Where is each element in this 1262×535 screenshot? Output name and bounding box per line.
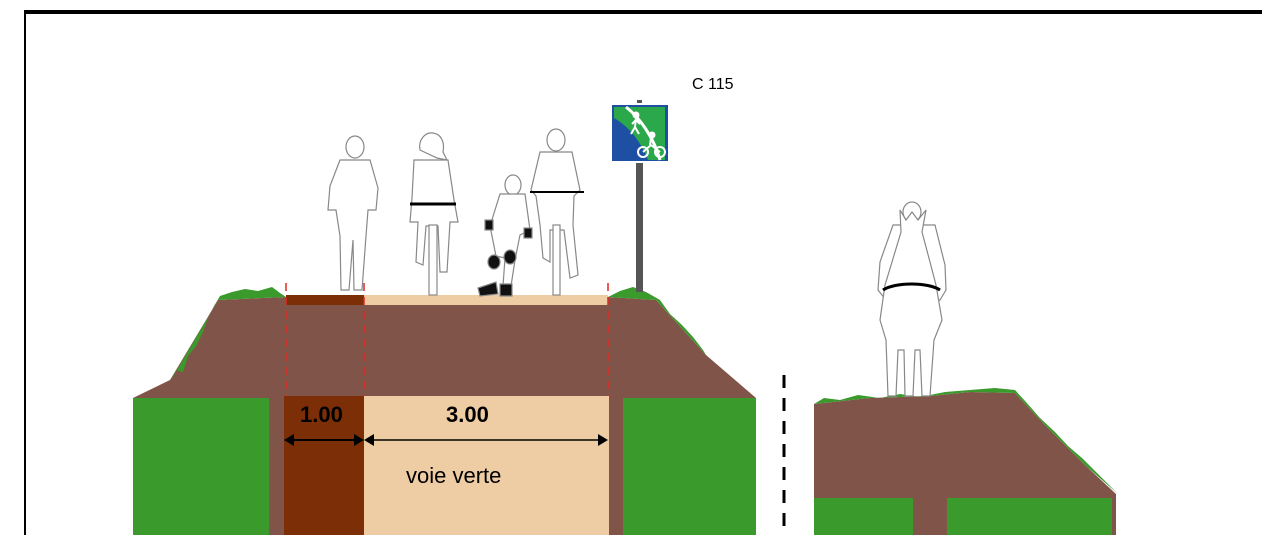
main-lane-width-label: 3.00 — [446, 402, 489, 427]
pedestrian-figure — [327, 135, 379, 291]
grass-block-right — [623, 398, 756, 535]
grass-slope-right — [608, 287, 706, 355]
secondary-grass-right — [947, 498, 1112, 535]
lane-name-label: voie verte — [406, 463, 502, 488]
cyclist-man-figure — [530, 128, 584, 296]
pedestrian-icon — [630, 111, 641, 135]
stabilized-strip-section — [284, 396, 364, 535]
secondary-grass-left — [814, 498, 913, 535]
grass-slope-left — [170, 287, 286, 382]
grass-block-left — [133, 398, 269, 535]
sign-pole — [636, 160, 643, 292]
dimension-arrows — [284, 434, 608, 446]
cyclist-woman-figure — [409, 132, 459, 296]
roller-skater-figure — [477, 174, 533, 297]
figures — [327, 128, 584, 297]
stabilized-strip-surface — [286, 295, 364, 305]
secondary-embankment — [814, 388, 1118, 535]
lane-section — [364, 396, 609, 535]
main-embankment — [133, 287, 756, 535]
horse-rider-figure — [877, 201, 947, 397]
left-border — [24, 10, 26, 535]
sign-code-label: C 115 — [692, 76, 734, 93]
cyclist-icon — [637, 131, 666, 158]
lane-surface — [364, 295, 608, 305]
c115-signpost — [610, 100, 670, 292]
left-strip-width-label: 1.00 — [300, 402, 343, 427]
section-markers — [285, 283, 609, 396]
top-border — [24, 10, 1262, 14]
